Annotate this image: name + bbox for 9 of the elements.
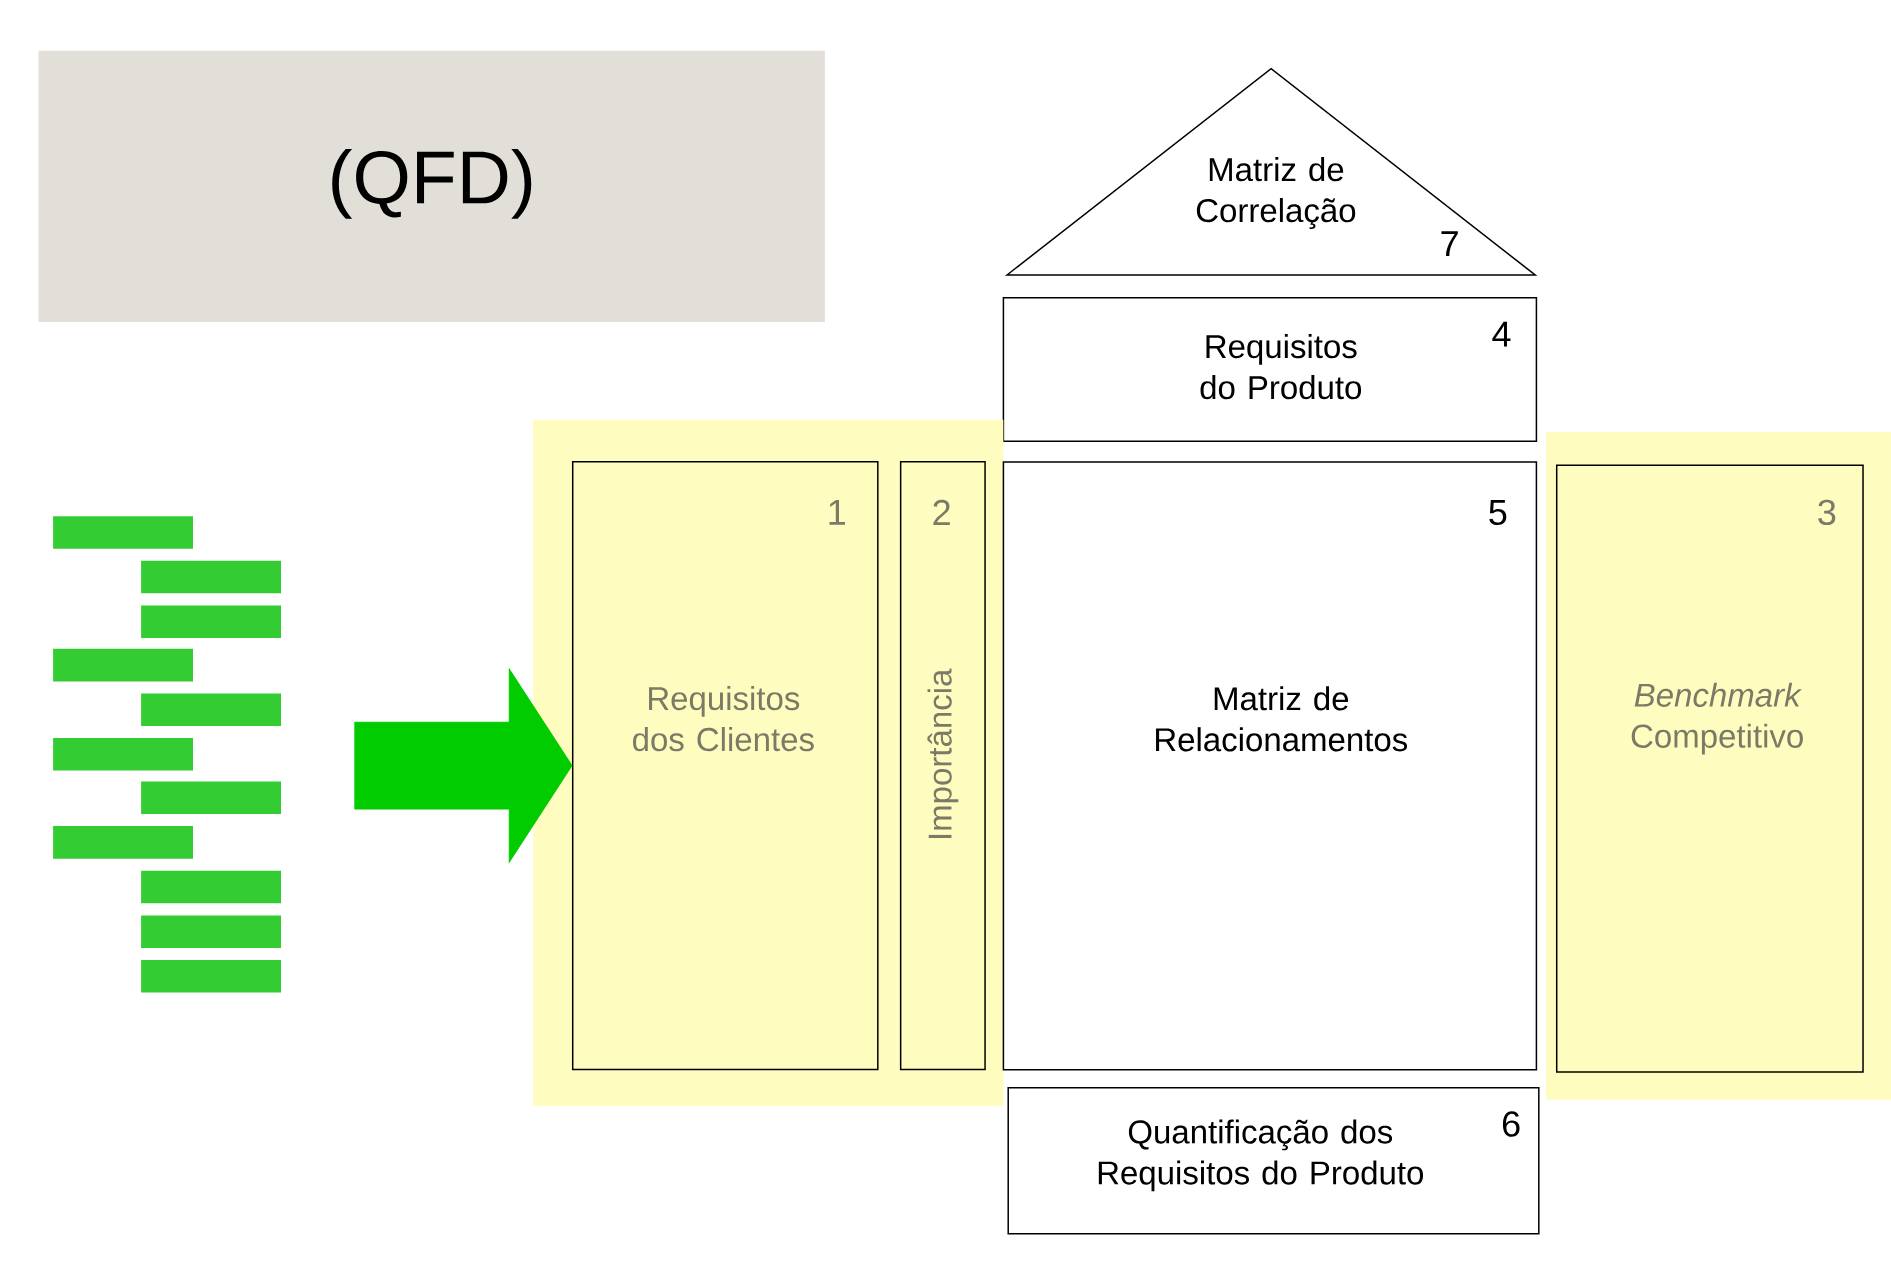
matrix-box: Requisitos dos Clientes 1 <box>571 460 879 1071</box>
bars-drawing <box>53 516 281 993</box>
matrix-box: Quantificação dos Requisitos do Produto 6 <box>1007 1087 1540 1235</box>
matrix-box: Importância 2 <box>899 460 986 1071</box>
matrix-box: Requisitos do Produto 4 <box>1002 297 1538 443</box>
matrix-box: Matriz de Relacionamentos 5 <box>1002 461 1538 1071</box>
matrix-box: Benchmark Competitivo 3 <box>1555 464 1864 1073</box>
block-arrow <box>354 668 573 863</box>
title-box: (QFD) <box>38 50 825 322</box>
